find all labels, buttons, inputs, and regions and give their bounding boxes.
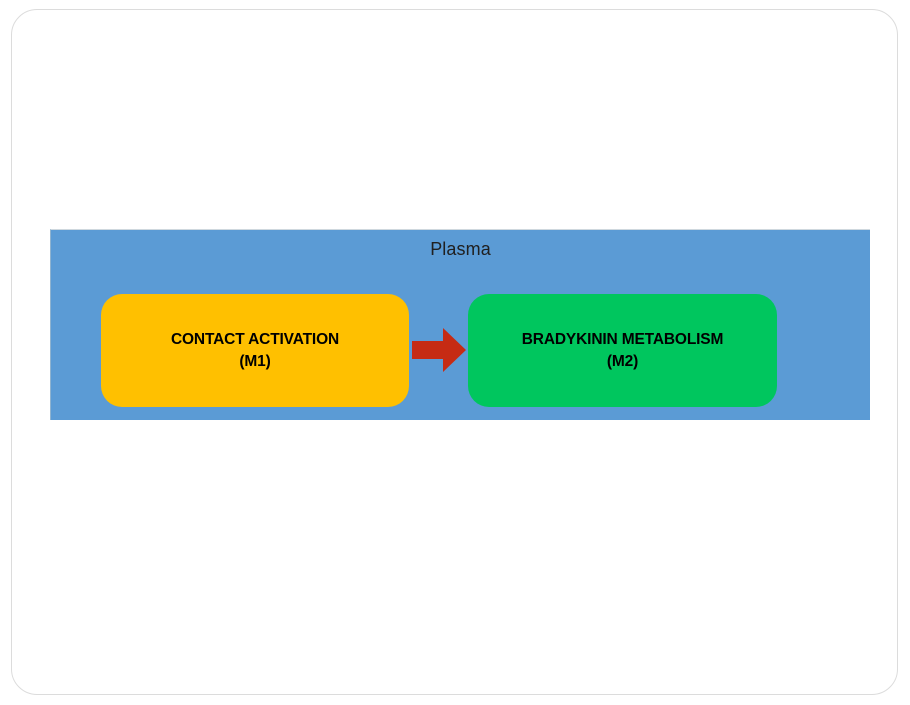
process-box-m2-subtitle: (M2) — [606, 352, 639, 370]
process-box-m2-title: BRADYKININ METABOLISM — [521, 331, 724, 349]
process-box-bradykinin-metabolism[interactable]: BRADYKININ METABOLISM (M2) — [468, 294, 777, 407]
process-box-m1-subtitle: (M1) — [239, 352, 271, 370]
plasma-container[interactable]: Plasma CONTACT ACTIVATION (M1) BRADYKINI… — [50, 229, 870, 420]
plasma-container-label: Plasma — [430, 239, 491, 259]
slide-card: Plasma CONTACT ACTIVATION (M1) BRADYKINI… — [11, 9, 898, 695]
right-block-arrow-icon[interactable] — [412, 325, 466, 375]
process-box-m2-text: BRADYKININ METABOLISM (M2) — [522, 329, 724, 372]
process-box-m1-title: CONTACT ACTIVATION — [170, 331, 340, 349]
process-box-m1-text: CONTACT ACTIVATION (M1) — [171, 329, 339, 372]
process-box-contact-activation[interactable]: CONTACT ACTIVATION (M1) — [101, 294, 409, 407]
